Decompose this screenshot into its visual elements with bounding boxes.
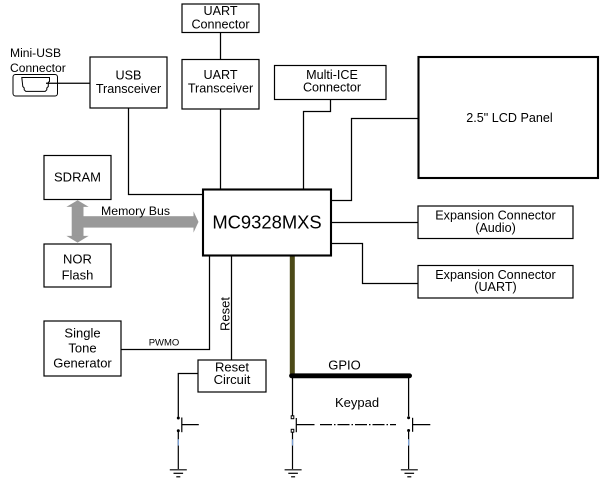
svg-text:Flash: Flash (62, 268, 94, 283)
svg-text:Transceiver: Transceiver (96, 82, 161, 96)
svg-text:GPIO: GPIO (328, 358, 361, 373)
svg-text:Generator: Generator (53, 356, 112, 371)
svg-text:Expansion Connector: Expansion Connector (435, 209, 555, 223)
svg-text:Connector: Connector (10, 61, 66, 75)
svg-text:Connector: Connector (303, 80, 361, 94)
svg-text:Transceiver: Transceiver (188, 81, 253, 95)
svg-text:UART: UART (203, 68, 237, 82)
svg-text:USB: USB (116, 68, 142, 82)
svg-text:Circuit: Circuit (214, 372, 251, 387)
svg-text:(Audio): (Audio) (475, 221, 516, 235)
svg-text:Multi-ICE: Multi-ICE (306, 68, 358, 82)
svg-text:(UART): (UART) (474, 280, 516, 294)
svg-text:2.5" LCD Panel: 2.5" LCD Panel (466, 111, 552, 125)
svg-text:Tone: Tone (68, 341, 96, 356)
svg-text:Memory Bus: Memory Bus (101, 204, 170, 218)
svg-text:Mini-USB: Mini-USB (10, 46, 61, 60)
svg-text:Keypad: Keypad (335, 395, 379, 410)
svg-text:Reset: Reset (215, 360, 249, 375)
svg-text:Expansion Connector: Expansion Connector (435, 268, 555, 282)
svg-text:MC9328MXS: MC9328MXS (212, 212, 321, 233)
svg-text:NOR: NOR (63, 252, 92, 267)
svg-text:UART: UART (203, 4, 237, 18)
svg-text:Connector: Connector (191, 17, 249, 31)
svg-text:Single: Single (64, 326, 100, 341)
svg-text:Reset: Reset (218, 297, 233, 331)
svg-text:PWMO: PWMO (149, 338, 180, 349)
svg-text:SDRAM: SDRAM (54, 170, 101, 185)
